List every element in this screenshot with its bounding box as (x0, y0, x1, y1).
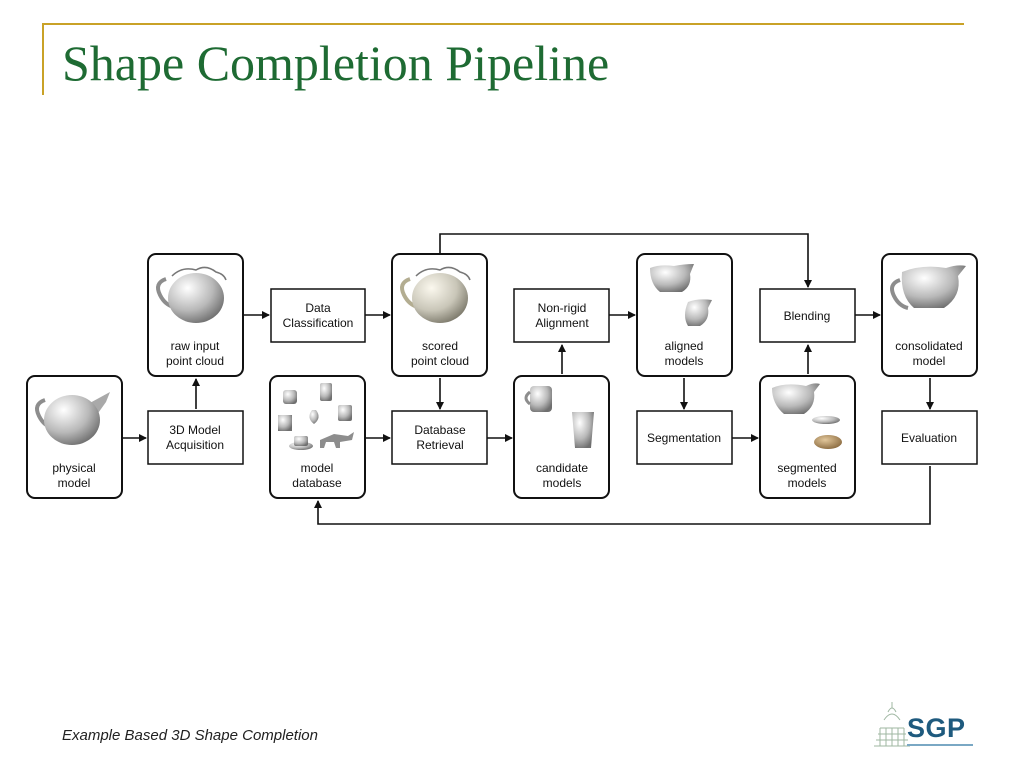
pitcher-illustration-consolidated (890, 265, 966, 310)
box-data-classification (270, 288, 366, 343)
cups-illustration-candidate (524, 386, 594, 448)
box-acquisition (147, 410, 244, 465)
box-segmentation (636, 410, 733, 465)
parts-illustration-segmented (772, 383, 842, 449)
teapot-illustration-physical (35, 392, 110, 445)
label-segmentation: Segmentation (647, 431, 721, 445)
arrow-evaluation-to-database (314, 466, 931, 525)
box-model-database (269, 375, 366, 499)
title-rule (42, 23, 964, 25)
teapot-illustration-scored (400, 266, 471, 323)
label-blending: Blending (784, 309, 831, 323)
box-consolidated (881, 253, 978, 377)
logo-text: SGP (907, 713, 966, 743)
box-candidate (513, 375, 610, 499)
capitol-logo-icon (874, 702, 910, 747)
box-aligned (636, 253, 733, 377)
logo-underline (907, 744, 973, 746)
box-evaluation (881, 410, 978, 465)
label-evaluation: Evaluation (901, 431, 957, 445)
arrow-scored-to-blending (439, 233, 812, 288)
box-physical-model (26, 375, 123, 499)
title-rule-vertical (42, 23, 44, 95)
box-segmented (759, 375, 856, 499)
footer-text: Example Based 3D Shape Completion (62, 727, 318, 744)
box-database-retrieval (391, 410, 488, 465)
pitchers-illustration-aligned (650, 264, 712, 326)
box-nonrigid (513, 288, 610, 343)
slide-title: Shape Completion Pipeline (62, 35, 610, 91)
objects-illustration-database (278, 383, 354, 450)
box-blending (759, 288, 856, 343)
teapot-illustration-raw (156, 266, 227, 323)
